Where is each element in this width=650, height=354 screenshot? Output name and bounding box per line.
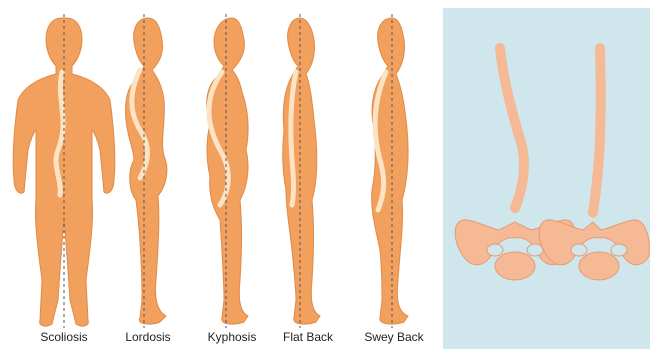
label-lordosis: Lordosis	[125, 330, 170, 344]
spine-illustration-panel	[443, 8, 650, 349]
label-swey-back: Swey Back	[364, 330, 423, 344]
spine-illustration	[443, 8, 650, 349]
label-kyphosis: Kyphosis	[208, 330, 257, 344]
figure-flat-back	[283, 14, 320, 328]
figure-swey-back	[372, 14, 408, 328]
label-scoliosis: Scoliosis	[40, 330, 87, 344]
label-flat-back: Flat Back	[283, 330, 333, 344]
figure-lordosis	[126, 14, 167, 328]
figure-kyphosis	[207, 14, 248, 328]
flat-spine	[539, 48, 649, 280]
figure-scoliosis	[13, 14, 115, 328]
